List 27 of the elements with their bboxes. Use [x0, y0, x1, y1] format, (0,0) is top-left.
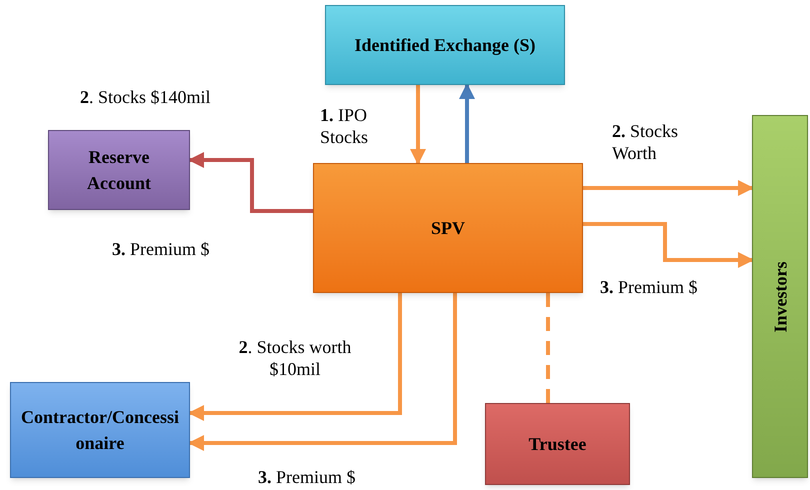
flow-label: 3. Premium $ [258, 466, 356, 488]
flow-label: 3. Premium $ [600, 276, 698, 298]
node-label: Contractor/Concessionaire [20, 406, 180, 455]
arrow [188, 293, 402, 421]
node-label: SPV [430, 217, 465, 240]
spv-box [313, 163, 583, 293]
node-label: Reserve Account [86, 146, 152, 195]
arrow [459, 83, 475, 163]
arrow [583, 180, 754, 196]
node-label: Investors [769, 261, 791, 332]
flow-label: 2. Stocks $140mil [80, 86, 212, 108]
flow-label: 2. Stocks Worth [612, 120, 680, 164]
flow-label: 3. Premium $ [112, 238, 210, 260]
exchange-box [325, 5, 565, 85]
dashed-connector [546, 293, 550, 403]
contractor-box [10, 382, 190, 478]
node-label: Trustee [528, 433, 586, 456]
arrow [188, 152, 313, 213]
arrow [188, 293, 457, 451]
flow-label: 1. IPO Stocks [320, 104, 370, 148]
arrow [410, 85, 426, 165]
trustee-box [485, 403, 630, 485]
reserve-box [48, 130, 190, 210]
flow-label: 2. Stocks worth $10mil [238, 336, 352, 380]
arrow [583, 222, 754, 268]
node-label: Identified Exchange (S) [354, 34, 536, 57]
investors-box [752, 115, 808, 478]
